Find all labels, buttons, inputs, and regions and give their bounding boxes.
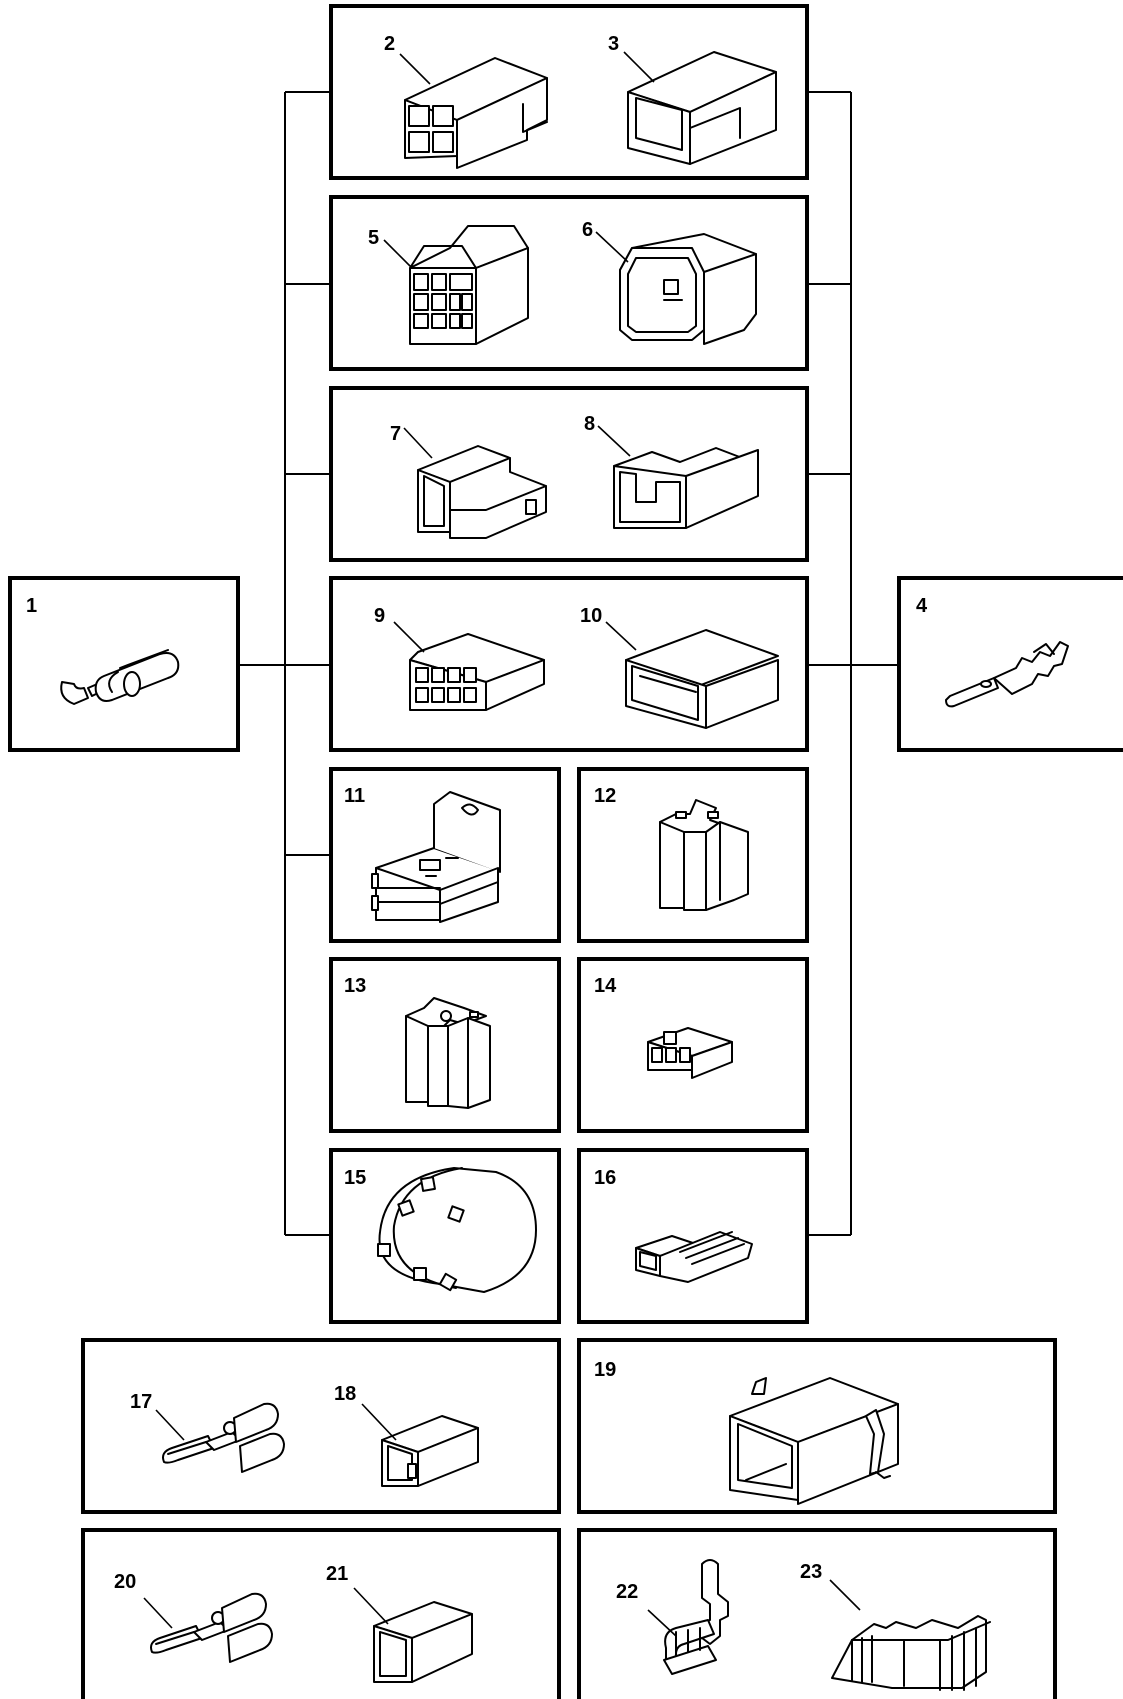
label-20: 20 xyxy=(114,1571,136,1593)
box-1 xyxy=(8,576,240,752)
label-21: 21 xyxy=(326,1563,348,1585)
label-5: 5 xyxy=(368,227,379,249)
label-9: 9 xyxy=(374,605,385,627)
part-15-round-connector-icon xyxy=(377,1167,537,1293)
frames xyxy=(8,4,1123,1699)
label-16: 16 xyxy=(594,1167,616,1189)
part-9-connector-icon xyxy=(393,621,545,711)
label-1: 1 xyxy=(26,595,37,617)
part-14-connector-icon xyxy=(647,1027,733,1079)
label-14: 14 xyxy=(594,975,617,997)
label-2: 2 xyxy=(384,33,395,55)
box-17-18 xyxy=(81,1338,561,1514)
part-23-connector-icon xyxy=(829,1579,991,1691)
box-20-21 xyxy=(81,1528,561,1699)
part-6-connector-icon xyxy=(595,231,757,345)
label-12: 12 xyxy=(594,785,616,807)
box-16 xyxy=(577,1148,809,1324)
label-15: 15 xyxy=(344,1167,366,1189)
label-3: 3 xyxy=(608,33,619,55)
label-4: 4 xyxy=(916,595,928,617)
part-18-connector-icon xyxy=(361,1403,479,1487)
part-1-terminal-icon xyxy=(60,649,180,705)
part-7-connector-icon xyxy=(403,427,547,539)
part-16-connector-icon xyxy=(635,1231,753,1283)
part-22-terminal-icon xyxy=(647,1559,729,1675)
part-10-connector-icon xyxy=(605,621,779,729)
label-8: 8 xyxy=(584,413,595,435)
part-5-connector-icon xyxy=(383,225,529,345)
bus-lines xyxy=(238,91,899,1236)
part-21-connector-icon xyxy=(353,1587,473,1683)
part-12-relay-socket-icon xyxy=(659,799,749,911)
label-6: 6 xyxy=(582,219,593,241)
part-4-spade-terminal-icon xyxy=(945,641,1069,708)
part-3-connector-icon xyxy=(623,51,777,165)
part-11-relay-socket-icon xyxy=(371,791,501,923)
label-19: 19 xyxy=(594,1359,616,1381)
part-17-terminal-icon xyxy=(155,1402,285,1473)
label-7: 7 xyxy=(390,423,401,445)
part-13-relay-socket-icon xyxy=(405,997,491,1109)
part-19-connector-icon xyxy=(729,1377,899,1505)
label-22: 22 xyxy=(616,1581,638,1603)
label-11: 11 xyxy=(344,785,365,807)
label-10: 10 xyxy=(580,605,602,627)
label-23: 23 xyxy=(800,1561,822,1583)
part-2-connector-icon xyxy=(399,53,548,169)
label-17: 17 xyxy=(130,1391,152,1413)
label-13: 13 xyxy=(344,975,366,997)
part-20-terminal-icon xyxy=(143,1592,273,1663)
part-8-connector-icon xyxy=(597,425,759,529)
box-4 xyxy=(897,576,1123,752)
label-18: 18 xyxy=(334,1383,356,1405)
